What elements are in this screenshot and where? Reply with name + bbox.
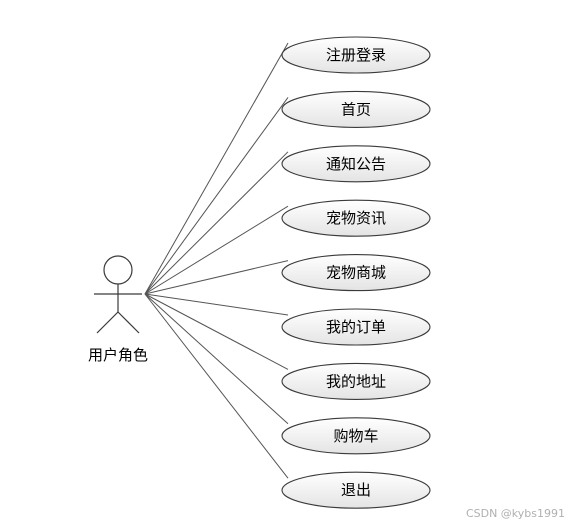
use-case-logout[interactable]: 退出 [281, 471, 431, 509]
actor-user-role[interactable]: 用户角色 [88, 255, 148, 364]
association-line-pet-mall [144, 260, 289, 295]
actor-label: 用户角色 [88, 346, 148, 364]
association-line-home [144, 97, 289, 295]
use-case-label: 我的地址 [326, 372, 386, 390]
stick-figure-icon [94, 255, 142, 334]
watermark: CSDN @kybs1991 [465, 507, 565, 520]
use-case-notice[interactable]: 通知公告 [281, 145, 431, 183]
association-lines [144, 42, 289, 479]
association-line-pet-news [144, 205, 289, 295]
use-case-ellipse [281, 36, 431, 74]
use-case-label: 注册登录 [326, 46, 386, 64]
association-line-register-login [144, 42, 289, 295]
use-case-pet-mall[interactable]: 宠物商城 [281, 254, 431, 292]
association-line-my-address [144, 293, 289, 370]
use-case-ellipse [281, 145, 431, 183]
use-case-home[interactable]: 首页 [281, 90, 431, 128]
use-case-label: 购物车 [333, 427, 378, 445]
association-line-logout [144, 293, 289, 479]
use-case-ellipse [281, 308, 431, 346]
use-case-label: 宠物资讯 [326, 209, 386, 227]
association-line-cart [144, 293, 289, 425]
use-case-pet-news[interactable]: 宠物资讯 [281, 199, 431, 237]
use-case-ellipse [281, 417, 431, 455]
use-case-label: 通知公告 [326, 155, 386, 173]
use-case-ellipse [281, 90, 431, 128]
association-line-my-orders [144, 293, 289, 316]
use-case-label: 首页 [341, 100, 371, 118]
association-line-notice [144, 151, 289, 295]
use-case-label: 退出 [341, 481, 371, 499]
use-case-ellipse [281, 254, 431, 292]
use-case-label: 我的订单 [326, 318, 386, 336]
use-case-ellipse [281, 199, 431, 237]
use-case-cart[interactable]: 购物车 [281, 417, 431, 455]
use-case-ellipse [281, 471, 431, 509]
use-case-my-orders[interactable]: 我的订单 [281, 308, 431, 346]
use-case-register-login[interactable]: 注册登录 [281, 36, 431, 74]
use-case-my-address[interactable]: 我的地址 [281, 362, 431, 400]
use-case-label: 宠物商城 [326, 264, 386, 282]
use-case-ellipse [281, 362, 431, 400]
